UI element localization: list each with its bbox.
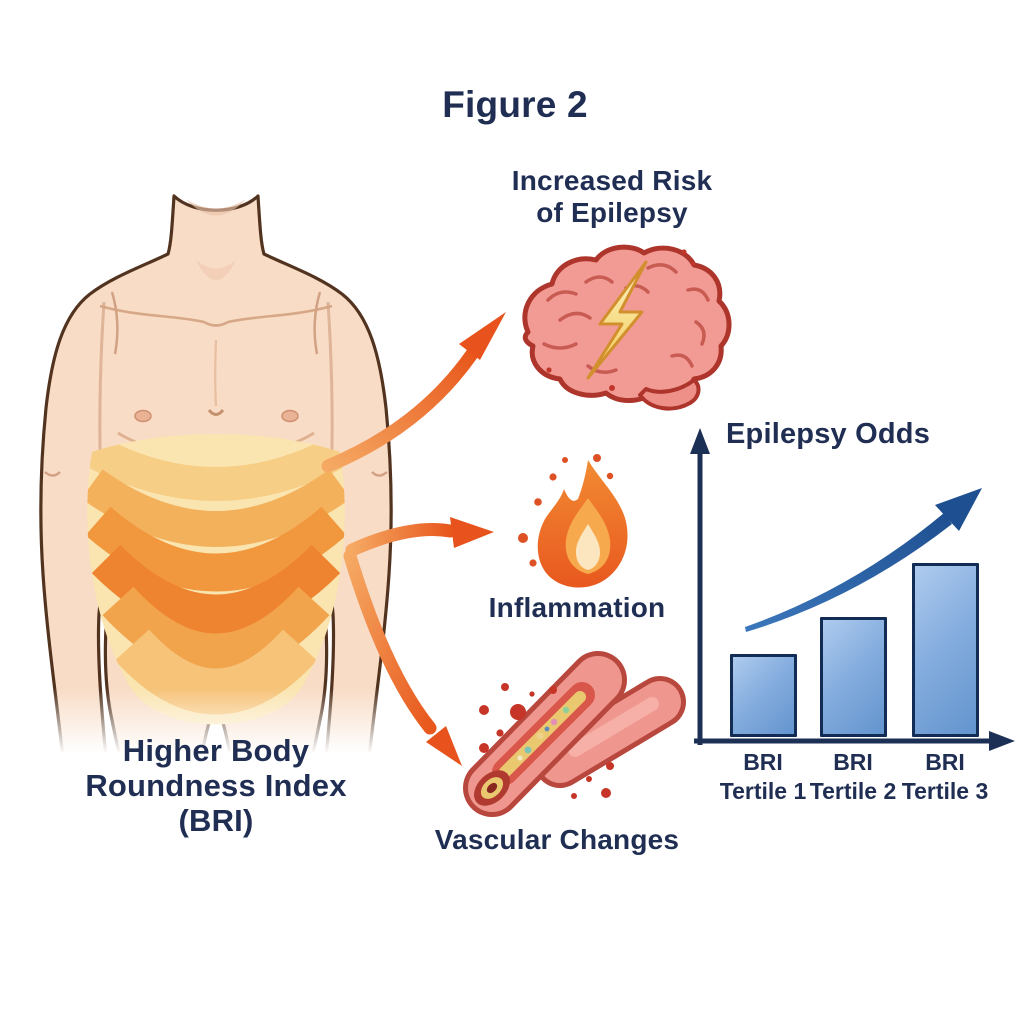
torso-illustration <box>10 194 430 770</box>
chart-title: Epilepsy Odds <box>726 418 931 450</box>
x-tick-line: Tertile 1 <box>719 777 807 804</box>
trend-arrow-icon <box>745 488 982 632</box>
epilepsy-odds-chart <box>700 433 1013 739</box>
bri-caption-line3: (BRI) <box>178 803 254 839</box>
arrow-to-inflammation <box>345 517 494 557</box>
outcome-label-epilepsy-line1: Increased Risk <box>511 165 713 196</box>
x-tick-line: Tertile 2 <box>809 777 897 804</box>
flame-icon <box>518 454 628 588</box>
arrow-to-vascular <box>343 549 462 766</box>
x-tick-line: BRI <box>743 749 783 775</box>
x-tick-line: Tertile 3 <box>901 777 989 804</box>
x-tick-line: BRI <box>925 749 965 775</box>
x-tick-bri-tertile-3: BRI Tertile 3 <box>870 748 1020 806</box>
outcome-label-epilepsy: Increased Risk of Epilepsy <box>452 165 772 230</box>
outcome-label-inflammation: Inflammation <box>488 592 666 623</box>
bri-highlight-bands <box>87 434 345 725</box>
bri-caption: Higher Body Roundness Index (BRI) <box>46 733 386 838</box>
brain-lightning-icon <box>522 244 732 411</box>
x-tick-bri-tertile-1: BRI Tertile 1 <box>688 748 838 806</box>
bri-caption-line2: Roundness Index <box>85 768 347 804</box>
x-tick-bri-tertile-2: BRI Tertile 2 <box>778 748 928 806</box>
x-tick-line: BRI <box>833 749 873 775</box>
bar-bri-tertile-3 <box>912 563 979 737</box>
outcome-label-epilepsy-line2: of Epilepsy <box>536 197 688 229</box>
bar-bri-tertile-1 <box>730 654 797 737</box>
chart-axes <box>690 428 1015 751</box>
arrow-to-epilepsy <box>321 312 506 473</box>
bar-bri-tertile-2 <box>820 617 887 737</box>
blood-vessel-icon <box>463 651 686 817</box>
outcome-label-vascular: Vascular Changes <box>434 824 680 855</box>
figure-title: Figure 2 <box>442 84 588 125</box>
bri-caption-line1: Higher Body <box>122 733 310 768</box>
